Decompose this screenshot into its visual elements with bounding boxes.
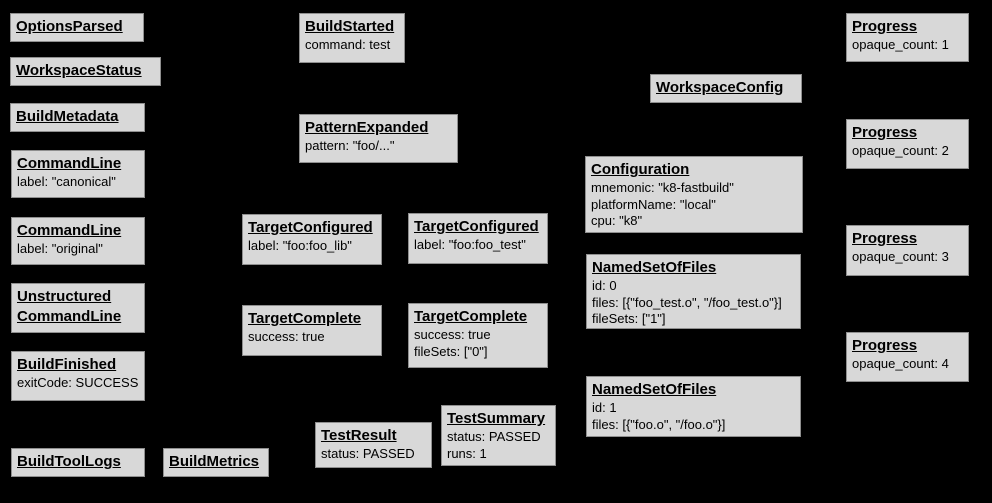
node-title: Progress [852,124,918,141]
node-build-metadata: BuildMetadata [10,103,145,132]
node-title: BuildFinished [17,356,117,373]
node-target-configured-foo-test: TargetConfigured label: "foo:foo_test" [408,213,548,264]
node-title: TargetComplete [248,310,362,327]
node-field: label: "foo:foo_test" [414,237,526,252]
node-title: TargetConfigured [414,218,539,235]
node-progress-4: Progress opaque_count: 4 [846,332,969,382]
node-title: Unstructured [17,288,112,305]
node-field: label: "foo:foo_lib" [248,238,352,253]
node-build-finished: BuildFinished exitCode: SUCCESS [11,351,145,401]
node-field: exitCode: SUCCESS [17,375,139,390]
node-title: CommandLine [17,155,122,172]
node-build-tool-logs: BuildToolLogs [11,448,145,477]
node-field: command: test [305,37,391,52]
node-field: opaque_count: 2 [852,143,949,158]
node-field: opaque_count: 1 [852,37,949,52]
node-title: Configuration [591,161,690,178]
node-field: fileSets: ["0"] [414,343,488,359]
node-title: BuildMetadata [16,108,119,125]
node-field: files: [{"foo.o", "/foo.o"}] [592,416,726,432]
node-field: pattern: "foo/..." [305,138,395,153]
node-title: PatternExpanded [305,119,429,136]
node-progress-2: Progress opaque_count: 2 [846,119,969,169]
node-title: CommandLine [17,222,122,239]
node-title: CommandLine [17,308,122,325]
node-field: opaque_count: 3 [852,249,949,264]
node-field: status: PASSED [321,446,415,461]
node-field: runs: 1 [447,445,487,461]
node-title: Progress [852,230,918,247]
node-target-complete-foo-lib: TargetComplete success: true [242,305,382,356]
node-field: success: true [414,327,491,342]
node-configuration: Configuration mnemonic: "k8-fastbuild"pla… [585,156,803,233]
node-title: OptionsParsed [16,18,123,35]
node-field: id: 1 [592,400,617,415]
node-build-metrics: BuildMetrics [163,448,269,477]
node-title: NamedSetOfFiles [592,381,717,398]
node-pattern-expanded: PatternExpanded pattern: "foo/..." [299,114,458,163]
node-field: status: PASSED [447,429,541,444]
node-field: files: [{"foo_test.o", "/foo_test.o"}] [592,294,782,310]
node-test-result: TestResult status: PASSED [315,422,432,468]
node-field: mnemonic: "k8-fastbuild" [591,180,734,195]
node-field: opaque_count: 4 [852,356,949,371]
node-command-line-original: CommandLine label: "original" [11,217,145,265]
node-progress-1: Progress opaque_count: 1 [846,13,969,62]
node-command-line-canonical: CommandLine label: "canonical" [11,150,145,198]
node-options-parsed: OptionsParsed [10,13,144,42]
node-field: label: "canonical" [17,174,116,189]
node-title: Progress [852,337,918,354]
node-workspace-config: WorkspaceConfig [650,74,802,103]
node-field: success: true [248,329,325,344]
node-title: BuildStarted [305,18,395,35]
node-title: BuildToolLogs [17,453,121,470]
node-title: TargetConfigured [248,219,373,236]
node-title: Progress [852,18,918,35]
node-field: platformName: "local" [591,196,716,212]
node-title: BuildMetrics [169,453,260,470]
node-title: WorkspaceConfig [656,79,784,96]
node-title: TestSummary [447,410,546,427]
node-field: fileSets: ["1"] [592,311,666,326]
node-title: NamedSetOfFiles [592,259,717,276]
node-title: TestResult [321,427,397,444]
node-progress-3: Progress opaque_count: 3 [846,225,969,276]
node-field: label: "original" [17,241,103,256]
node-title: TargetComplete [414,308,528,325]
node-target-configured-foo-lib: TargetConfigured label: "foo:foo_lib" [242,214,382,265]
node-field: cpu: "k8" [591,213,643,228]
node-workspace-status: WorkspaceStatus [10,57,161,86]
node-title: WorkspaceStatus [16,62,142,79]
node-build-started: BuildStarted command: test [299,13,405,63]
node-field: id: 0 [592,278,617,293]
